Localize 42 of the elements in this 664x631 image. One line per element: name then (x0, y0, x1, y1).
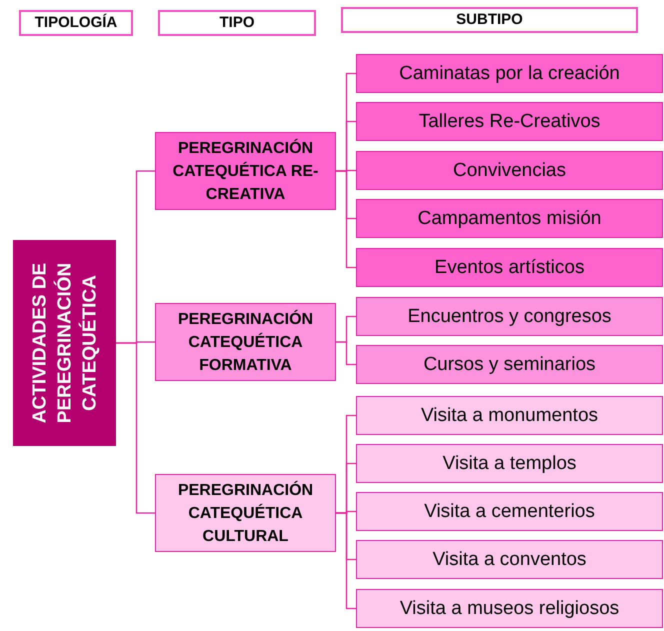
root-box (13, 240, 116, 446)
subtype-box (356, 102, 663, 141)
subtype-label: Encuentros y congresos (408, 304, 612, 328)
subtype-box (356, 589, 663, 628)
connector-line (336, 512, 356, 610)
header-label: SUBTIPO (456, 10, 523, 30)
type-label: PEREGRINACIÓN CATEQUÉTICA RE-CREATIVA (172, 138, 320, 204)
column-header (158, 10, 316, 36)
subtype-box (356, 492, 663, 531)
subtype-label: Visita a monumentos (420, 404, 598, 428)
connector-line (336, 170, 356, 268)
subtype-box (356, 540, 663, 579)
type-label: PEREGRINACIÓN CATEQUÉTICA CULTURAL (176, 480, 314, 546)
subtype-label: Visita a museos religiosos (400, 596, 620, 620)
column-header (19, 10, 133, 36)
header-label: TIPO (219, 12, 254, 33)
subtype-box (356, 248, 663, 287)
subtype-label: Eventos artísticos (434, 256, 584, 280)
subtype-label: Convivencias (453, 158, 566, 182)
subtype-label: Talleres Re-Creativos (418, 110, 600, 134)
subtype-label: Caminatas por la creación (399, 62, 620, 86)
type-box (155, 474, 336, 552)
connector-line (116, 342, 155, 514)
subtype-label: Visita a templos (442, 452, 576, 476)
subtype-box (356, 345, 663, 384)
subtype-label: Visita a cementerios (424, 500, 595, 524)
subtype-box (356, 199, 663, 238)
subtype-box (356, 151, 663, 190)
subtype-box (356, 444, 663, 483)
subtype-label: Cursos y seminarios (423, 352, 596, 376)
header-label: TIPOLOGÍA (34, 12, 118, 33)
subtype-box (356, 396, 663, 435)
type-box (155, 303, 336, 381)
subtype-box (356, 297, 663, 336)
type-box (155, 132, 336, 210)
type-label: PEREGRINACIÓN CATEQUÉTICA FORMATIVA (176, 308, 314, 376)
subtype-label: Campamentos misión (418, 206, 602, 230)
column-header (341, 7, 638, 33)
subtype-box (356, 54, 663, 93)
subtype-label: Visita a conventos (432, 548, 586, 572)
connector-line (336, 341, 356, 366)
root-label: ACTIVIDADES DE PEREGRINACIÓN CATEQUÉTICA (28, 262, 101, 426)
